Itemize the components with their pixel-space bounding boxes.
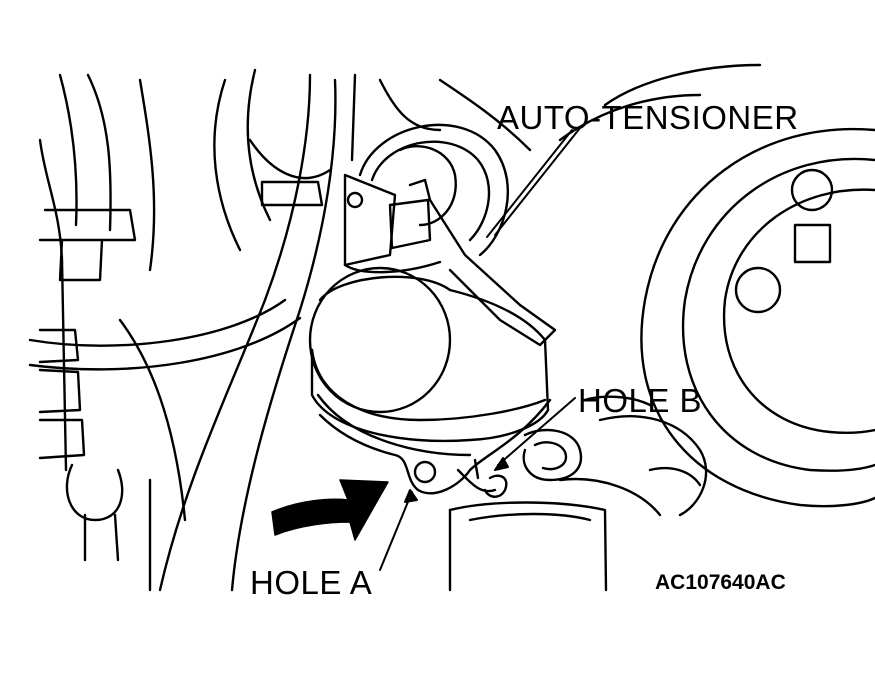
mounting-bracket	[318, 398, 583, 498]
leader-hole-b	[497, 397, 576, 466]
label-hole-a: HOLE A	[250, 564, 373, 601]
left-engine-parts	[28, 73, 302, 592]
tensioner-cylinder	[308, 266, 550, 457]
leader-auto-tensioner	[494, 127, 581, 236]
direction-arrow-icon	[271, 479, 389, 541]
lower-engine-block	[448, 395, 708, 592]
diagonal-hose	[158, 68, 337, 592]
label-hole-b: HOLE B	[578, 382, 703, 419]
leader-lines	[379, 127, 581, 571]
figure-code: AC107640AC	[655, 571, 786, 594]
leader-hole-a	[379, 491, 413, 571]
auto-tensioner-assembly	[343, 123, 557, 347]
crankshaft-pulley	[558, 63, 875, 508]
label-auto-tensioner: AUTO-TENSIONER	[497, 99, 799, 136]
hole-b-bolt	[522, 428, 583, 482]
hole-a-circle	[413, 460, 437, 484]
upper-background-parts	[248, 73, 532, 207]
